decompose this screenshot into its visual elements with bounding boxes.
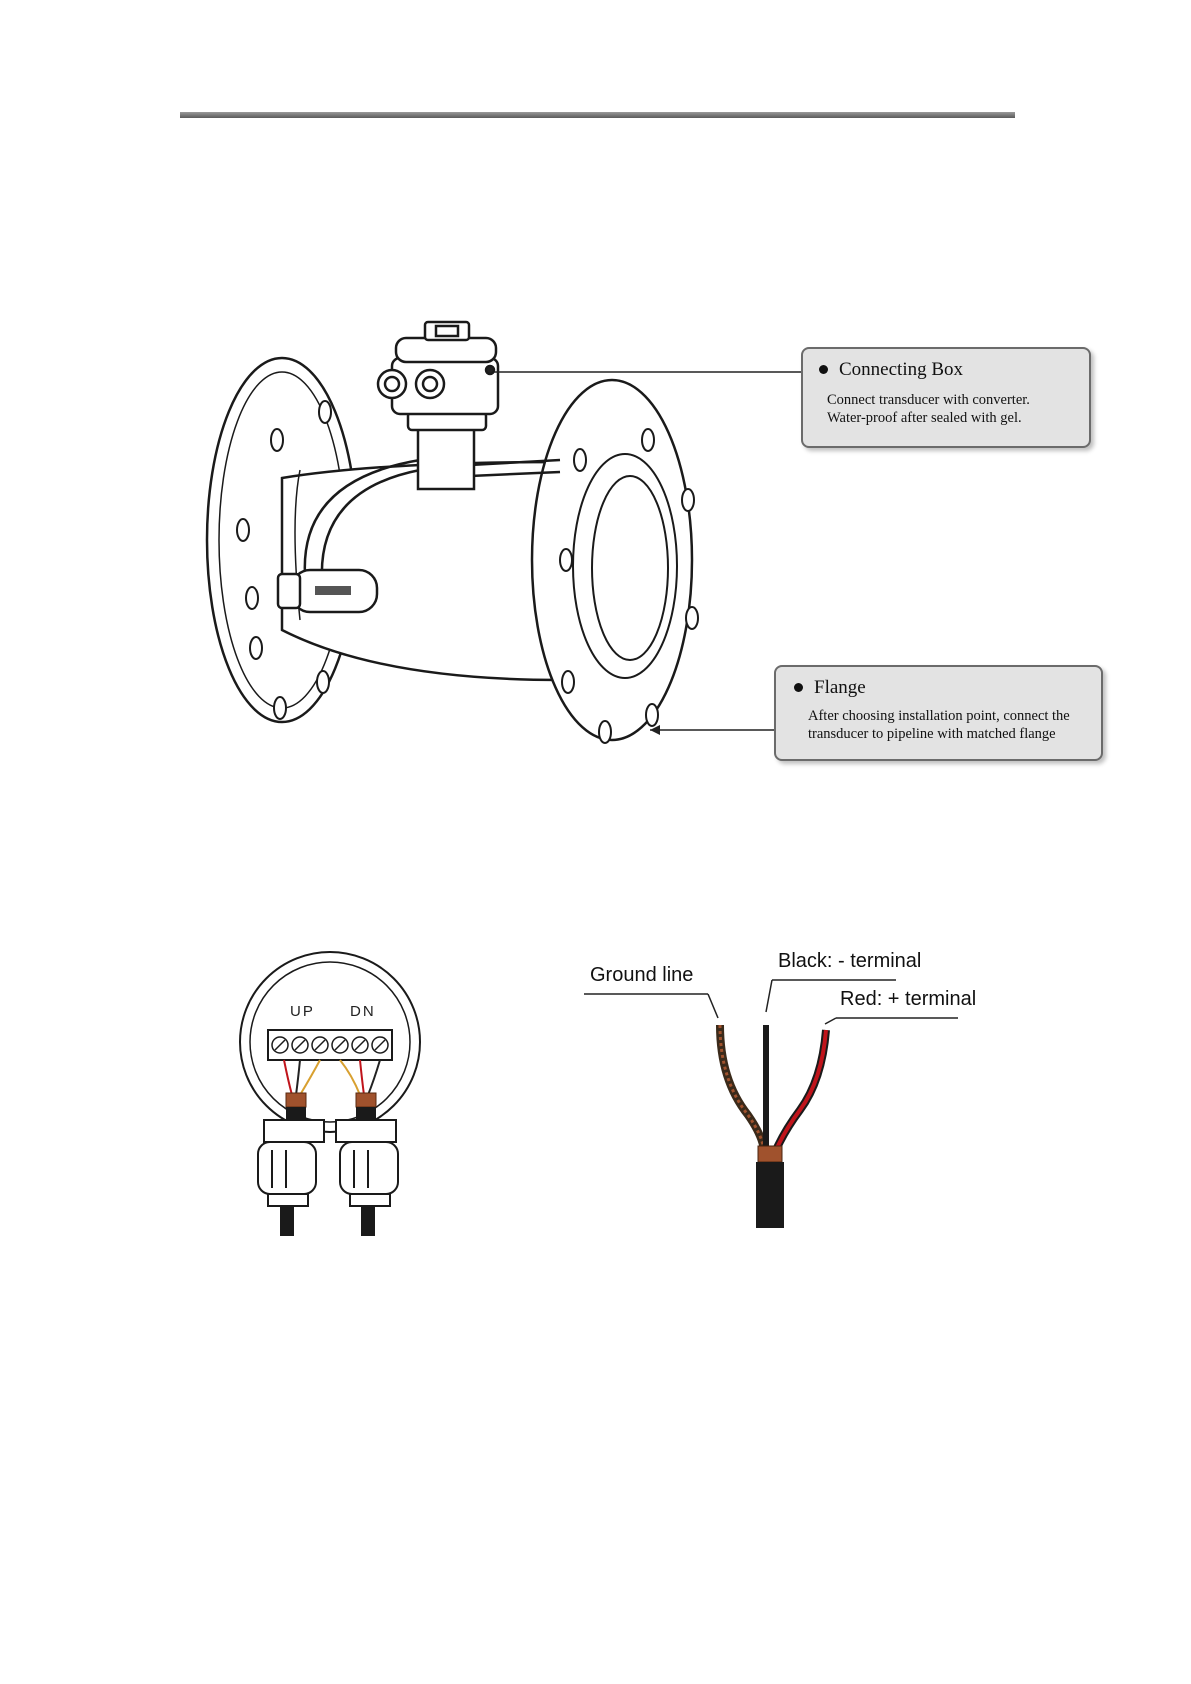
ground-line-label: Ground line	[590, 964, 693, 987]
cable-braid	[758, 1146, 782, 1162]
black-terminal-label: Black: - terminal	[778, 950, 921, 973]
red-terminal-label: Red: + terminal	[840, 988, 976, 1011]
cable-jacket	[756, 1162, 784, 1228]
